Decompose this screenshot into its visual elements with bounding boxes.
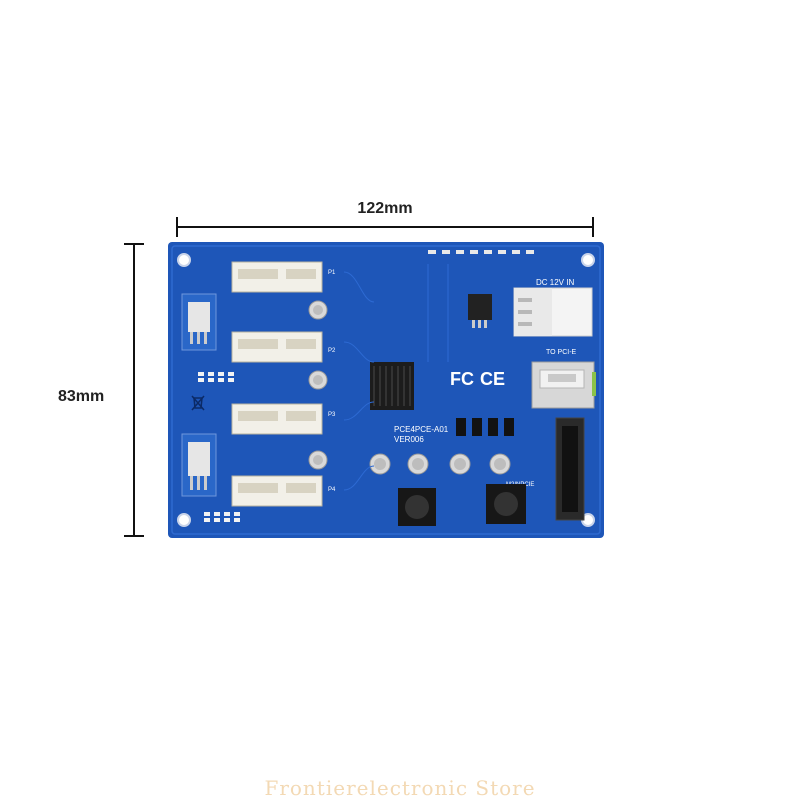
width-dimension-label: 122mm (357, 200, 413, 217)
dc-input-label: DC 12V IN (536, 278, 574, 287)
slot-label-p2: P2 (328, 348, 336, 354)
voltage-regulator-top (181, 293, 217, 351)
capacitors-slot-column (308, 300, 328, 470)
width-dimension-line (176, 217, 594, 237)
inductor-right (486, 484, 526, 524)
slot-label-p4: P4 (328, 487, 336, 493)
board-version: VER006 (394, 435, 424, 444)
pcb-board: P1 P2 P3 P4 (168, 242, 604, 538)
height-dimension-line (124, 243, 144, 537)
dc-power-connector (513, 287, 593, 337)
inductor-left (398, 488, 436, 526)
chip-heatsink (370, 362, 414, 410)
slot-label-p1: P1 (328, 270, 336, 276)
slot-label-p3: P3 (328, 412, 336, 418)
pcie-riser-board-photo: P1 P2 P3 P4 (168, 242, 604, 538)
height-dimension-label: 83mm (58, 388, 105, 405)
usb-connector (531, 361, 596, 409)
smd-black-components (456, 418, 514, 436)
weee-bin-symbol (191, 395, 205, 411)
voltage-regulator-bottom (181, 433, 217, 497)
ce-mark: CE (480, 369, 505, 389)
store-watermark: Frontierelectronic Store (264, 776, 536, 800)
capacitors-center (369, 453, 511, 475)
smd-components-left (198, 372, 240, 522)
pcie-slot-2 (231, 331, 323, 363)
top-pad-row (428, 250, 534, 254)
m2-slot (555, 417, 585, 521)
pcie-slot-4 (231, 475, 323, 507)
fc-mark: FC (450, 369, 474, 389)
board-model: PCE4PCE-A01 (394, 425, 449, 434)
regulator-dc (468, 294, 492, 328)
pcb-traces (343, 264, 449, 491)
to-pcie-label: TO PCI-E (546, 349, 577, 356)
pcie-slot-1 (231, 261, 323, 293)
pcie-slot-3 (231, 403, 323, 435)
